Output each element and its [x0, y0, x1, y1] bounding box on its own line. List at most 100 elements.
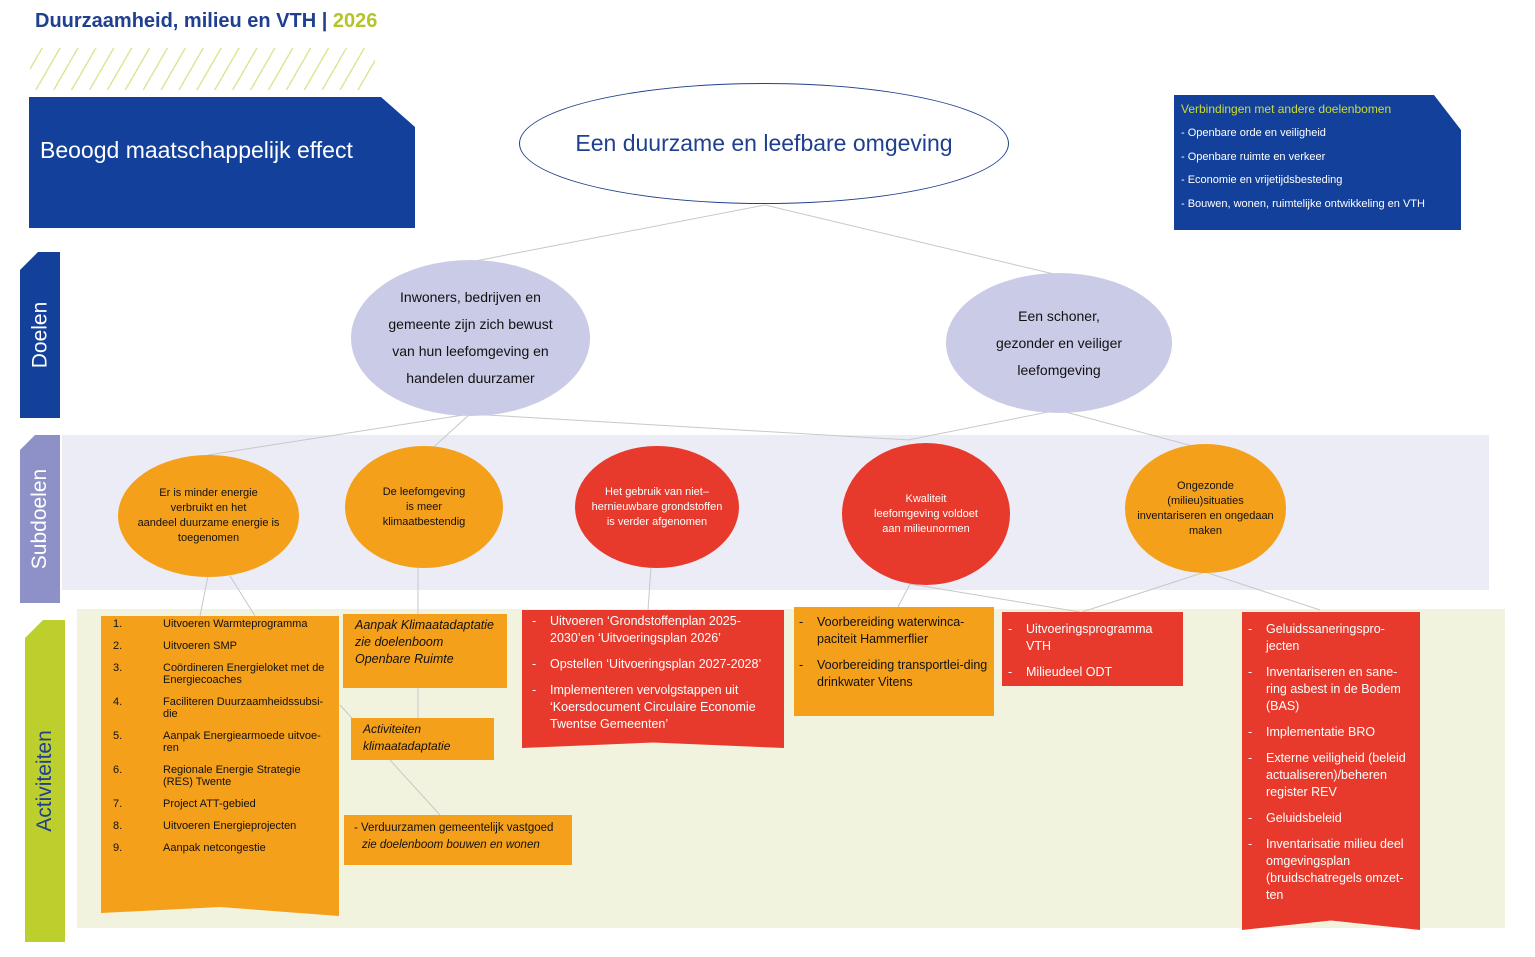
connector [229, 575, 256, 617]
subgoal-text-line: maken [1188, 524, 1222, 537]
list-item: 8.Uitvoeren Energieprojecten [113, 820, 333, 832]
activity-card-klimaat-act: Activiteiten klimaatadaptatie [351, 718, 494, 760]
item-number: 9. [113, 842, 123, 854]
activity-card-grondstoffen: -Uitvoeren ‘Grondstoffenplan 2025-2030’e… [522, 610, 784, 748]
subgoal-ellipse: Er is minder energie verbruikt en het aa… [118, 455, 299, 577]
list-item: -Implementatie BRO [1248, 725, 1376, 739]
connector [907, 409, 1059, 441]
list-item: -Voorbereiding transportlei-ding drinkwa… [799, 658, 988, 689]
row-label-doelen: Doelen [20, 252, 60, 418]
list-item: -Inventariseren en sane-ring asbest in d… [1248, 664, 1414, 715]
connector [764, 204, 1059, 276]
connector [469, 413, 911, 441]
list-item: -Inventarisatie milieu deel omgevingspla… [1248, 836, 1414, 904]
row-label-doelen-text: Doelen [28, 301, 51, 369]
connection-item: - Openbare orde en veiligheid [1181, 127, 1326, 139]
item-text: Aanpak netcongestie [163, 842, 266, 854]
connector [1081, 571, 1206, 613]
list-item: 7.Project ATT-gebied [113, 798, 333, 810]
row-label-subdoelen: Subdoelen [20, 435, 60, 603]
activity-card-vastgoed: - Verduurzamen gemeentelijk vastgoed zie… [344, 815, 572, 865]
item-number: 1. [113, 618, 123, 630]
item-text: Regionale Energie Strategie (RES) Twente [163, 764, 301, 788]
connector [647, 566, 652, 611]
list-item: 6.Regionale Energie Strategie (RES) Twen… [113, 764, 333, 788]
list-item: 4.Faciliteren Duurzaamheidssubsi-die [113, 696, 333, 720]
activity-card-klimaat-ref: Aanpak Klimaatadaptatie zie doelenboom O… [343, 614, 507, 688]
item-number: 2. [113, 640, 123, 652]
list-item: -Milieudeel ODT [1008, 665, 1113, 679]
list-item: 9. Aanpak netcongestie [113, 842, 333, 854]
page-title: Duurzaamheid, milieu en VTH | 2026 [35, 10, 377, 33]
item-number: 7. [113, 798, 123, 810]
card-text-line: Aanpak Klimaatadaptatie [355, 618, 494, 632]
energy-activity-list: 1. Uitvoeren Warmteprogramma 2. Uitvoeren … [113, 618, 333, 854]
row-label-activiteiten-text: Activiteiten [33, 730, 57, 832]
card-text-line: Activiteiten [363, 722, 422, 736]
list-item: -Opstellen ‘Uitvoeringsplan 2027-2028’ [532, 657, 762, 671]
card-text-line: zie doelenboom bouwen en wonen [362, 839, 540, 851]
activity-card-energy: 1. Uitvoeren Warmteprogramma 2. Uitvoeren … [101, 616, 339, 916]
goal-text-line: Een schoner, [1018, 307, 1100, 324]
item-text: Uitvoeringsprogramma VTH [1026, 622, 1153, 653]
list-item: -Uitvoeren ‘Grondstoffenplan 2025-2030’e… [532, 613, 778, 647]
goal-text-line: Inwoners, bedrijven en [400, 289, 541, 305]
subgoal-text-line: Ongezonde [1177, 479, 1234, 492]
connector [1204, 571, 1321, 611]
item-text: Implementeren vervolgstappen uit ‘Koersd… [550, 683, 756, 731]
item-text: Uitvoeren SMP [163, 640, 237, 652]
effect-label: Beoogd maatschappelijk effect [40, 137, 353, 163]
item-text: Aanpak Energiearmoede uitvoe-ren [163, 730, 321, 754]
goal-text-line: gezonder en veiliger [995, 334, 1123, 351]
item-number: 3. [113, 662, 123, 674]
item-text: Faciliteren Duurzaamheidssubsi-die [163, 696, 324, 720]
subgoal-text-line: toegenomen [177, 532, 240, 544]
item-text: Implementatie BRO [1266, 725, 1376, 739]
connection-item: - Openbare ruimte en verkeer [1181, 151, 1326, 163]
card-text-line: Openbare Ruimte [355, 652, 454, 666]
item-text: Voorbereiding transportlei-ding drinkwat… [817, 658, 988, 689]
title-separator: | [316, 10, 333, 32]
row-label-subdoelen-text: Subdoelen [28, 468, 51, 570]
goal-text-line: leefomgeving [1017, 361, 1101, 378]
activity-card-vth: -Uitvoeringsprogramma VTH -Milieudeel OD… [1002, 612, 1183, 686]
subgoal-text-line: Er is minder energie [159, 487, 258, 499]
main-goal-text: Een duurzame en leefbare omgeving [575, 130, 953, 156]
connections-title: Verbindingen met andere doelenbomen [1181, 102, 1392, 116]
effect-box: Beoogd maatschappelijk effect [29, 97, 415, 228]
connector [469, 204, 766, 263]
subgoal-text-line: aan milieunormen [882, 522, 970, 535]
list-item: -Implementeren vervolgstappen uit ‘Koers… [532, 682, 778, 733]
connections-box: Verbindingen met andere doelenbomen - Op… [1174, 95, 1461, 230]
goal-ellipse: Inwoners, bedrijven en gemeente zijn zic… [351, 260, 590, 416]
subgoal-ellipse: Ongezonde (milieu)situaties inventariser… [1125, 444, 1286, 573]
subgoal-text-line: is verder afgenomen [606, 515, 708, 528]
card-text-line: zie doelenboom [355, 635, 444, 649]
item-text: Geluidssaneringspro-jecten [1266, 622, 1385, 653]
connector [897, 583, 911, 608]
item-text: Opstellen ‘Uitvoeringsplan 2027-2028’ [550, 657, 762, 671]
subgoal-text-line: inventariseren en ongedaan [1137, 509, 1274, 522]
list-item: 2. Uitvoeren SMP [113, 640, 333, 652]
subgoal-text-line: Kwaliteit [905, 492, 947, 505]
item-text: Uitvoeren Warmteprogramma [163, 618, 308, 630]
connector [1057, 409, 1201, 449]
item-number: 8. [113, 820, 123, 832]
item-text: Geluidsbeleid [1266, 811, 1342, 825]
item-text: Coördineren Energieloket met de Energiec… [163, 662, 325, 686]
connector [909, 583, 1081, 613]
subgoal-ellipse: De leefomgeving is meer klimaatbestendig [345, 446, 503, 568]
connection-item: - Bouwen, wonen, ruimtelijke ontwikkelin… [1181, 198, 1425, 210]
grondstoffen-list: -Uitvoeren ‘Grondstoffenplan 2025-2030’e… [532, 613, 778, 733]
title-text: Duurzaamheid, milieu en VTH [35, 10, 317, 32]
activity-card-water: -Voorbereiding waterwinca-paciteit Hamme… [794, 607, 994, 716]
activity-card-geluid: -Geluidssaneringspro-jecten -Inventarise… [1242, 612, 1420, 930]
list-item: -Uitvoeringsprogramma VTH [1008, 621, 1177, 655]
list-item: -Voorbereiding waterwinca-paciteit Hamme… [799, 614, 988, 648]
connector [199, 575, 209, 617]
item-text: Milieudeel ODT [1026, 665, 1113, 679]
list-item: -Geluidssaneringspro-jecten [1248, 621, 1414, 655]
subgoal-text-line: leefomgeving voldoet [874, 507, 978, 520]
list-item: 1. Uitvoeren Warmteprogramma [113, 618, 333, 630]
subgoal-text-line: klimaatbestendig [382, 515, 466, 528]
